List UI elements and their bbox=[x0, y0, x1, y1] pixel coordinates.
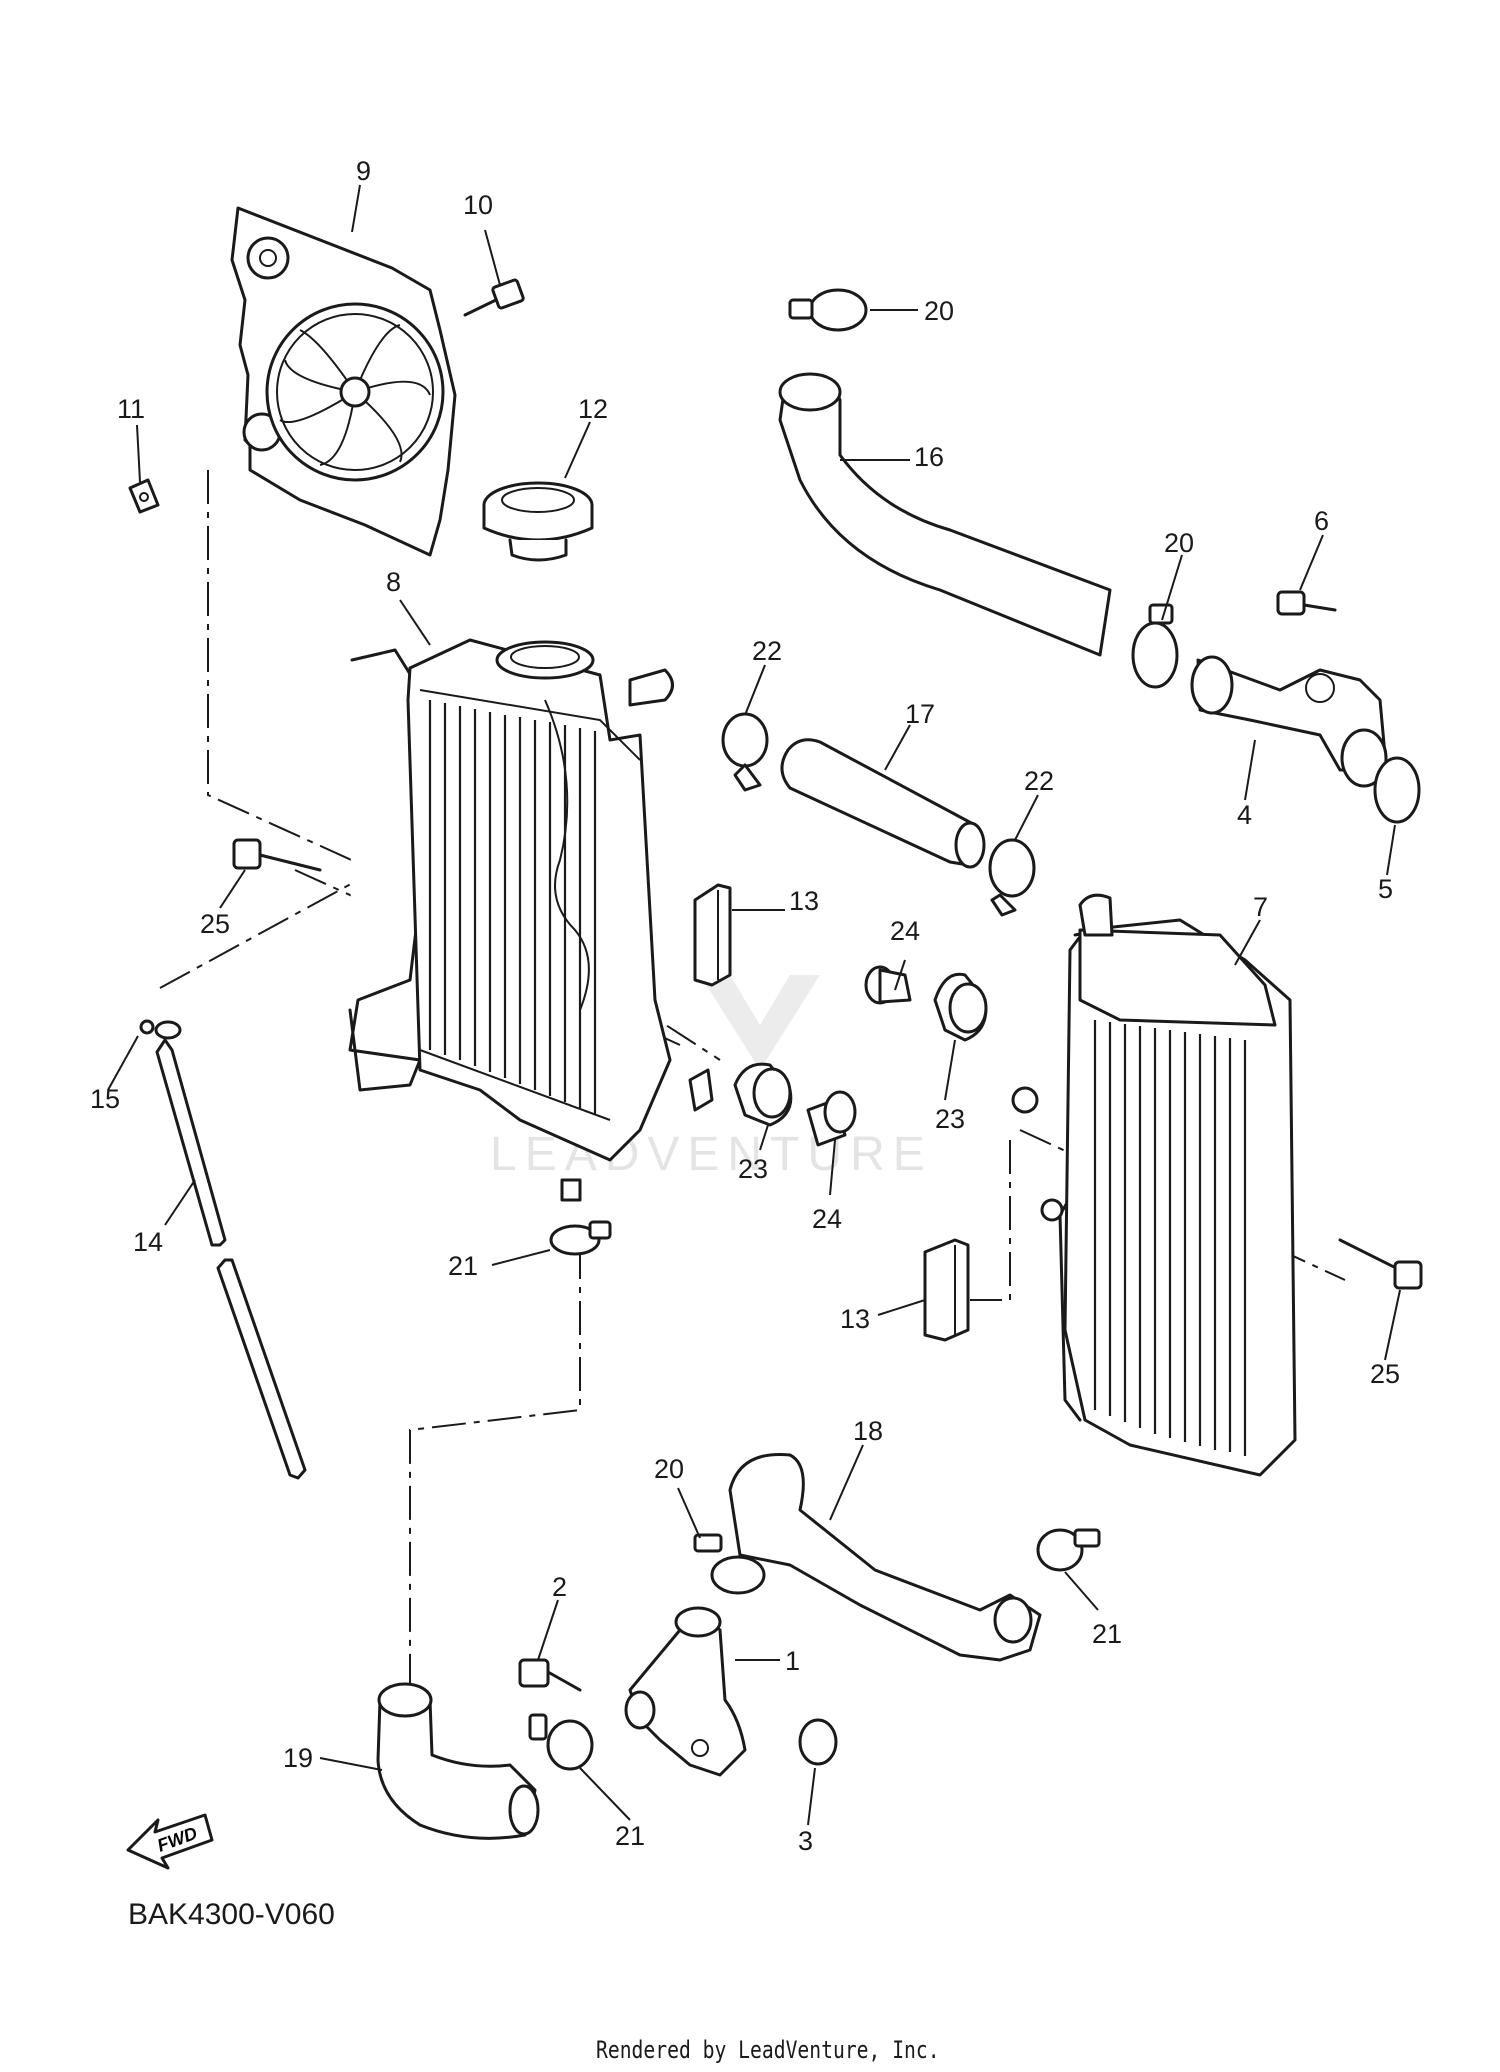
callout-23-lower: 23 bbox=[738, 1154, 768, 1184]
leader-lines bbox=[107, 184, 1401, 1826]
callout-13-lower: 13 bbox=[840, 1304, 870, 1334]
hose-18 bbox=[728, 1452, 1042, 1662]
callout-20-lower: 20 bbox=[654, 1454, 684, 1484]
bolt-2 bbox=[518, 1658, 582, 1692]
hose-19 bbox=[376, 1682, 540, 1840]
fan-shroud bbox=[230, 206, 457, 557]
callout-21-right: 21 bbox=[1092, 1619, 1122, 1649]
callout-6: 6 bbox=[1314, 506, 1329, 536]
radiator-left bbox=[348, 638, 714, 1202]
clamp-20-top bbox=[788, 288, 868, 332]
o-ring-3 bbox=[798, 1718, 838, 1766]
joint-1 bbox=[624, 1606, 747, 1777]
hose-17 bbox=[780, 738, 986, 869]
callout-2: 2 bbox=[552, 1572, 567, 1602]
callout-21-lower: 21 bbox=[615, 1821, 645, 1851]
render-credit: Rendered by LeadVenture, Inc. bbox=[596, 2036, 940, 2064]
callout-5: 5 bbox=[1378, 874, 1393, 904]
bracket-13-lower bbox=[923, 1238, 970, 1342]
bolt-6 bbox=[1276, 590, 1337, 616]
callout-1: 1 bbox=[785, 1646, 800, 1676]
callout-23-upper: 23 bbox=[935, 1104, 965, 1134]
forward-arrow-icon: FWD bbox=[126, 1813, 214, 1870]
callout-11: 11 bbox=[117, 394, 145, 424]
collar-24-lower bbox=[806, 1090, 857, 1147]
hose-16 bbox=[778, 372, 1112, 657]
clip-nut-11 bbox=[128, 478, 160, 514]
clamp-20-right bbox=[1131, 603, 1179, 689]
clamp-22-lower bbox=[988, 838, 1036, 917]
bolt-25-left bbox=[232, 838, 322, 872]
callout-20-right: 20 bbox=[1164, 528, 1194, 558]
breather-hose-14 bbox=[155, 1038, 307, 1480]
bracket-13-upper bbox=[693, 883, 732, 987]
callout-20-top: 20 bbox=[924, 296, 954, 326]
callout-3: 3 bbox=[798, 1826, 813, 1856]
callout-24-lower: 24 bbox=[812, 1204, 842, 1234]
bolt-25-right bbox=[1338, 1238, 1423, 1290]
callout-24-upper: 24 bbox=[890, 916, 920, 946]
callout-8: 8 bbox=[386, 567, 401, 597]
callout-18: 18 bbox=[853, 1416, 883, 1446]
collar-24-upper bbox=[864, 965, 912, 1005]
callout-19: 19 bbox=[283, 1743, 313, 1773]
callout-22-upper: 22 bbox=[752, 636, 782, 666]
clamp-22-upper bbox=[721, 712, 769, 792]
callout-21-upper: 21 bbox=[448, 1251, 478, 1281]
callout-15: 15 bbox=[90, 1084, 120, 1114]
callout-10: 10 bbox=[463, 190, 493, 220]
grommet-23-upper bbox=[933, 972, 988, 1042]
callout-16: 16 bbox=[914, 442, 944, 472]
callout-12: 12 bbox=[578, 394, 608, 424]
radiator-right bbox=[1011, 893, 1297, 1477]
callout-numbers: 9 10 11 12 8 20 16 20 6 4 5 22 17 22 7 1… bbox=[90, 156, 1400, 1856]
callout-17: 17 bbox=[905, 699, 935, 729]
radiator-cap bbox=[482, 481, 594, 562]
clamp-21-right bbox=[1036, 1528, 1101, 1572]
clamp-15 bbox=[139, 1019, 182, 1040]
grommet-23-lower bbox=[733, 1062, 793, 1127]
clamp-20-lower bbox=[693, 1533, 766, 1595]
callout-7: 7 bbox=[1253, 892, 1268, 922]
callout-25-right: 25 bbox=[1370, 1359, 1400, 1389]
callout-25-left: 25 bbox=[200, 909, 230, 939]
callout-9: 9 bbox=[356, 156, 371, 186]
callout-4: 4 bbox=[1237, 800, 1252, 830]
bolt-10 bbox=[463, 278, 525, 317]
callout-22-lower: 22 bbox=[1024, 766, 1054, 796]
clamp-21-upper bbox=[549, 1220, 612, 1256]
diagram-code: BAK4300-V060 bbox=[128, 1898, 335, 1931]
radiator-right-fins bbox=[1093, 1020, 1247, 1456]
o-ring-5 bbox=[1373, 756, 1421, 824]
radiator-left-fins bbox=[428, 700, 597, 1114]
pipe-4 bbox=[1190, 655, 1388, 788]
clamp-21-lower bbox=[528, 1713, 594, 1771]
callout-14: 14 bbox=[133, 1227, 163, 1257]
callout-13-upper: 13 bbox=[789, 886, 819, 916]
